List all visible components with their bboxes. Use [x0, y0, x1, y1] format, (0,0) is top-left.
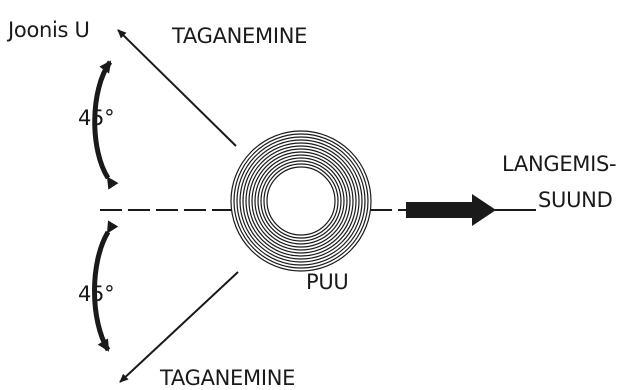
angle-arc-bottom [92, 220, 119, 352]
angle-label-top: 45° [78, 106, 115, 130]
fall-direction-label-line2: SUUND [536, 188, 615, 212]
retreat-arrow-top [117, 29, 237, 147]
angle-arc-top [92, 60, 119, 190]
retreat-label-bottom: TAGANEMINE [160, 366, 296, 390]
figure-title: Joonis U [8, 18, 90, 42]
tree-rings-icon [230, 130, 372, 272]
angle-label-bottom: 45° [78, 282, 115, 306]
fall-direction-label-line1: LANGEMIS- [502, 152, 617, 176]
retreat-arrow-bottom [119, 271, 239, 383]
fall-direction-arrow-icon [406, 194, 496, 226]
tree-label: PUU [306, 270, 349, 294]
retreat-label-top: TAGANEMINE [172, 24, 308, 48]
